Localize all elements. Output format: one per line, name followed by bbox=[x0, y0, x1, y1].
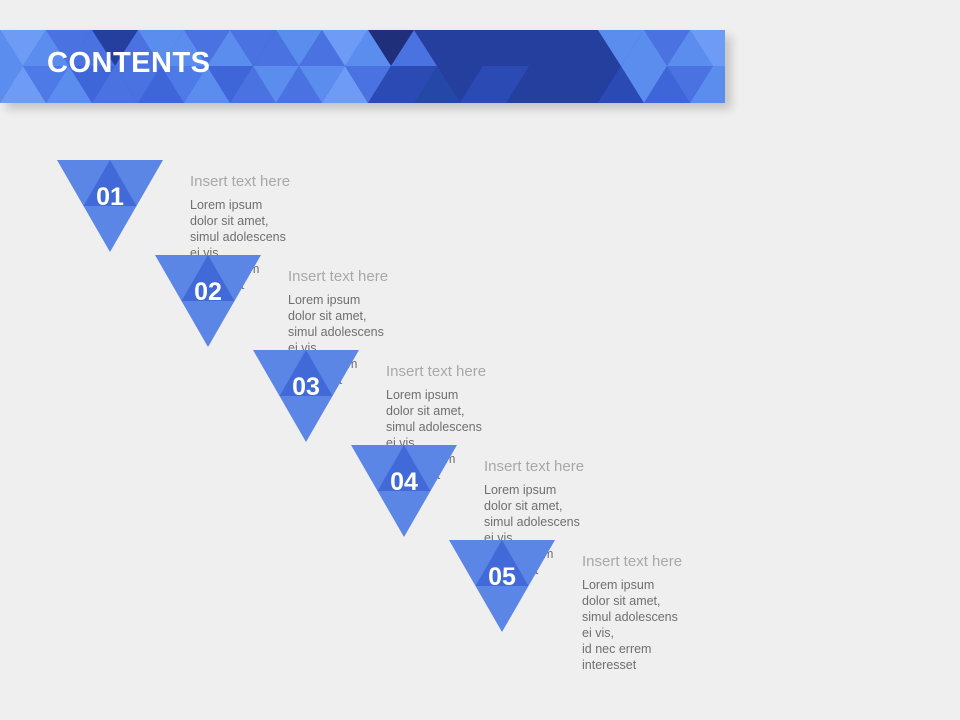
step-triangle[interactable] bbox=[253, 350, 359, 442]
item-description: Lorem ipsum dolor sit amet, simul adoles… bbox=[582, 578, 678, 672]
item-title: Insert text here bbox=[582, 553, 683, 570]
triangle-icon bbox=[253, 350, 359, 442]
step-triangle[interactable] bbox=[449, 540, 555, 632]
item-title: Insert text here bbox=[386, 363, 487, 380]
item-title: Insert text here bbox=[288, 268, 389, 285]
item-text-block: Insert text here Lorem ipsum dolor sit a… bbox=[582, 552, 682, 673]
step-triangle[interactable] bbox=[155, 255, 261, 347]
item-title: Insert text here bbox=[484, 458, 585, 475]
header-mosaic-pattern bbox=[0, 30, 725, 103]
step-triangle[interactable] bbox=[57, 160, 163, 252]
step-triangle[interactable] bbox=[351, 445, 457, 537]
triangle-icon bbox=[57, 160, 163, 252]
item-title: Insert text here bbox=[190, 173, 291, 190]
page-title: CONTENTS bbox=[47, 47, 211, 79]
triangle-icon bbox=[351, 445, 457, 537]
triangle-icon bbox=[155, 255, 261, 347]
header-banner bbox=[0, 30, 725, 103]
triangle-icon bbox=[449, 540, 555, 632]
